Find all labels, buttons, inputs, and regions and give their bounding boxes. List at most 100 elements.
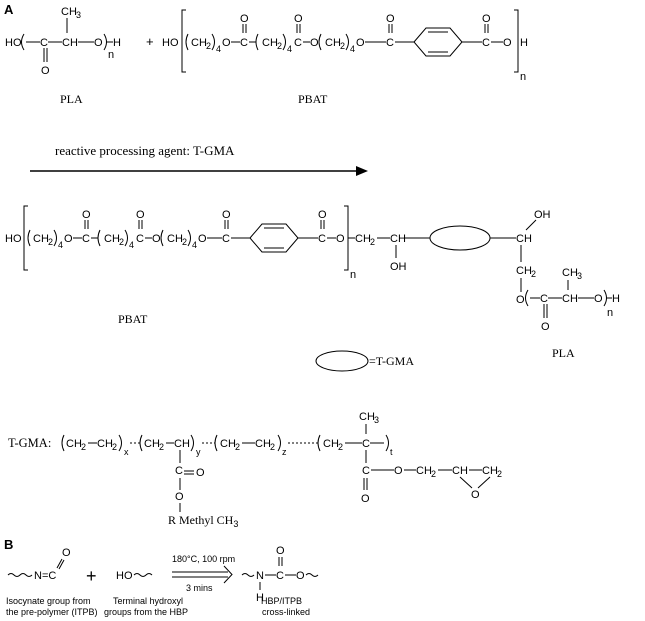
svg-text:t: t: [390, 447, 393, 457]
svg-text:O: O: [296, 570, 305, 582]
svg-text:C: C: [540, 293, 548, 305]
svg-text:HO: HO: [5, 233, 22, 245]
svg-text:2: 2: [340, 41, 345, 51]
svg-text:O: O: [361, 493, 370, 505]
svg-text:H: H: [113, 37, 121, 49]
svg-text:C: C: [240, 37, 248, 49]
caption-product-line2: cross-linked: [262, 607, 310, 617]
svg-text:O: O: [94, 37, 103, 49]
svg-text:CH: CH: [452, 465, 468, 477]
svg-text:O: O: [318, 209, 327, 221]
svg-text:CH: CH: [516, 265, 532, 277]
svg-text:n: n: [350, 269, 356, 281]
condition-bottom: 3 mins: [186, 583, 213, 593]
svg-text:2: 2: [206, 41, 211, 51]
svg-text:O: O: [336, 233, 345, 245]
svg-text:O: O: [196, 467, 205, 479]
svg-text:CH: CH: [255, 438, 271, 450]
svg-text:2: 2: [531, 269, 536, 279]
svg-text:2: 2: [182, 237, 187, 247]
svg-text:O: O: [41, 65, 50, 77]
svg-text:C: C: [362, 465, 370, 477]
svg-text:CH: CH: [167, 233, 183, 245]
svg-text:CH: CH: [355, 233, 371, 245]
svg-text:O: O: [294, 13, 303, 25]
svg-text:H: H: [520, 37, 528, 49]
svg-text:O: O: [62, 547, 71, 559]
svg-text:O: O: [222, 209, 231, 221]
svg-text:CH: CH: [516, 233, 532, 245]
svg-text:O: O: [516, 294, 525, 306]
svg-text:HO: HO: [162, 37, 179, 49]
svg-text:4: 4: [216, 44, 221, 54]
svg-text:4: 4: [287, 44, 292, 54]
svg-text:O: O: [240, 13, 249, 25]
svg-text:CH: CH: [66, 438, 82, 450]
svg-text:C: C: [175, 465, 183, 477]
tgma-prefix: T-GMA:: [8, 436, 51, 450]
svg-text:O: O: [136, 209, 145, 221]
svg-text:O: O: [152, 233, 161, 245]
svg-text:O: O: [64, 233, 73, 245]
svg-text:CH: CH: [323, 438, 339, 450]
svg-text:y: y: [196, 447, 201, 457]
svg-text:O: O: [222, 37, 231, 49]
svg-text:CH: CH: [144, 438, 160, 450]
svg-text:n: n: [520, 71, 526, 83]
svg-text:O: O: [594, 293, 603, 305]
condition-arrow: [172, 565, 233, 584]
svg-text:2: 2: [497, 469, 502, 479]
caption-hydroxyl-line2: groups from the HBP: [104, 607, 188, 617]
pla-label: PLA: [60, 92, 83, 106]
svg-text:H: H: [256, 592, 264, 604]
reaction-arrow: [30, 166, 368, 176]
svg-text:3: 3: [577, 271, 582, 281]
svg-text:CH: CH: [325, 37, 341, 49]
svg-text:O: O: [310, 37, 319, 49]
svg-text:N=C: N=C: [34, 570, 56, 582]
svg-text:CH: CH: [262, 37, 278, 49]
plus-sign: +: [146, 34, 154, 49]
svg-text:C: C: [222, 233, 230, 245]
svg-text:OH: OH: [534, 209, 551, 221]
svg-text:OH: OH: [390, 261, 407, 273]
svg-text:2: 2: [370, 237, 375, 247]
caption-hydroxyl-line1: Terminal hydroxyl: [113, 596, 183, 606]
svg-text:CH: CH: [220, 438, 236, 450]
svg-text:C: C: [318, 233, 326, 245]
svg-text:2: 2: [338, 442, 343, 452]
svg-text:C: C: [294, 37, 302, 49]
svg-text:CH: CH: [416, 465, 432, 477]
svg-text:4: 4: [129, 240, 134, 250]
svg-text:2: 2: [112, 442, 117, 452]
svg-text:C: C: [482, 37, 490, 49]
tgma-legend-ellipse: [315, 350, 369, 372]
svg-text:O: O: [503, 37, 512, 49]
product-pbat-label: PBAT: [118, 312, 148, 326]
svg-text:2: 2: [235, 442, 240, 452]
tgma-legend-text: =T-GMA: [369, 354, 414, 368]
pbat-label: PBAT: [298, 92, 328, 106]
svg-text:3: 3: [374, 415, 379, 425]
svg-text:O: O: [541, 321, 550, 333]
svg-text:C: C: [82, 233, 90, 245]
svg-text:2: 2: [119, 237, 124, 247]
svg-text:2: 2: [277, 41, 282, 51]
reaction-arrow-label: reactive processing agent: T-GMA: [55, 143, 235, 158]
svg-text:C: C: [136, 233, 144, 245]
svg-text:CH: CH: [61, 6, 77, 18]
svg-text:CH: CH: [62, 37, 78, 49]
svg-text:CH: CH: [104, 233, 120, 245]
svg-text:O: O: [471, 489, 480, 501]
svg-text:HO: HO: [5, 37, 22, 49]
svg-text:CH: CH: [191, 37, 207, 49]
urethane-product: N H C O O: [241, 545, 319, 604]
svg-text:CH: CH: [359, 411, 375, 423]
svg-text:2: 2: [48, 237, 53, 247]
hydroxyl-group: HO: [116, 570, 153, 582]
svg-text:2: 2: [270, 442, 275, 452]
